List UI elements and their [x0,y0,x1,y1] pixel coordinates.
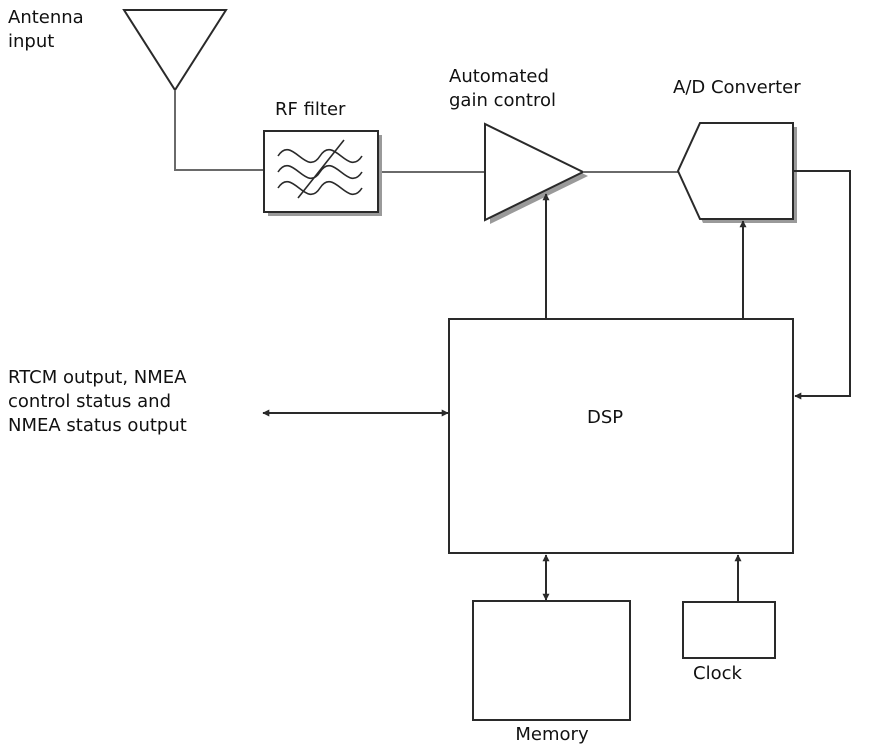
memory-block [472,600,631,721]
rf-filter-block [263,130,382,216]
adc-label: A/D Converter [673,77,801,98]
dsp-block [448,318,794,554]
clock-label: Clock [693,663,742,684]
antenna-label: Antenna input [8,7,84,52]
adc-to-dsp-wire [793,170,851,400]
adc-block [676,122,794,220]
antenna-symbol [122,9,228,92]
memory-label: Memory [515,724,589,745]
filter-wave-icon [277,139,363,199]
agc-label: Automated gain control [449,66,556,111]
io-label: RTCM output, NMEA control status and NME… [8,367,187,436]
agc-amplifier [484,122,586,222]
clock-block [682,601,776,659]
rf-filter-label: RF filter [275,99,346,120]
antenna-wire [174,90,264,171]
dsp-label: DSP [587,407,624,428]
